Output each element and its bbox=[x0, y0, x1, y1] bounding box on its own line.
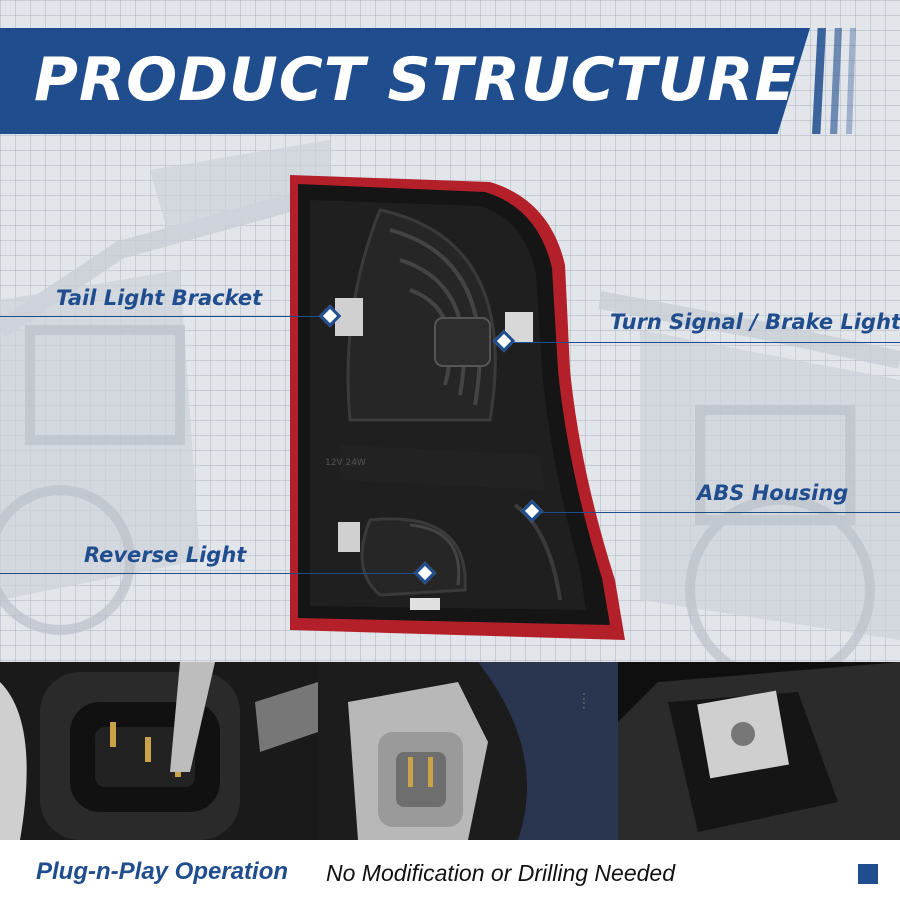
callout-line bbox=[0, 316, 330, 317]
bracket-detail-image bbox=[618, 662, 900, 840]
callout-abs-housing: ABS Housing bbox=[697, 481, 849, 505]
tail-light-image: 12V 24W bbox=[290, 175, 625, 640]
header-banner bbox=[0, 28, 810, 134]
svg-text:12V 24W: 12V 24W bbox=[325, 458, 366, 468]
feature-description: No Modification or Drilling Needed bbox=[326, 860, 675, 886]
callout-line bbox=[0, 573, 425, 574]
banner-stripe bbox=[846, 28, 856, 134]
callout-line bbox=[533, 512, 900, 513]
callout-tail-light-bracket: Tail Light Bracket bbox=[56, 286, 263, 310]
plug-detail-image: .... bbox=[318, 662, 618, 840]
svg-text:....: .... bbox=[579, 692, 595, 710]
detail-photo-strip: .... bbox=[0, 662, 900, 840]
callout-line bbox=[505, 342, 900, 343]
footer-bar bbox=[0, 840, 900, 900]
truck-silhouette-image bbox=[0, 140, 900, 662]
feature-heading: Plug-n-Play Operation bbox=[36, 858, 289, 885]
connector-detail-image bbox=[0, 662, 318, 840]
footer-square-icon bbox=[858, 864, 878, 884]
page-title: PRODUCT STRUCTURE bbox=[34, 45, 797, 115]
callout-reverse-light: Reverse Light bbox=[84, 543, 247, 567]
callout-turn-signal-brake: Turn Signal / Brake Light bbox=[610, 310, 900, 334]
